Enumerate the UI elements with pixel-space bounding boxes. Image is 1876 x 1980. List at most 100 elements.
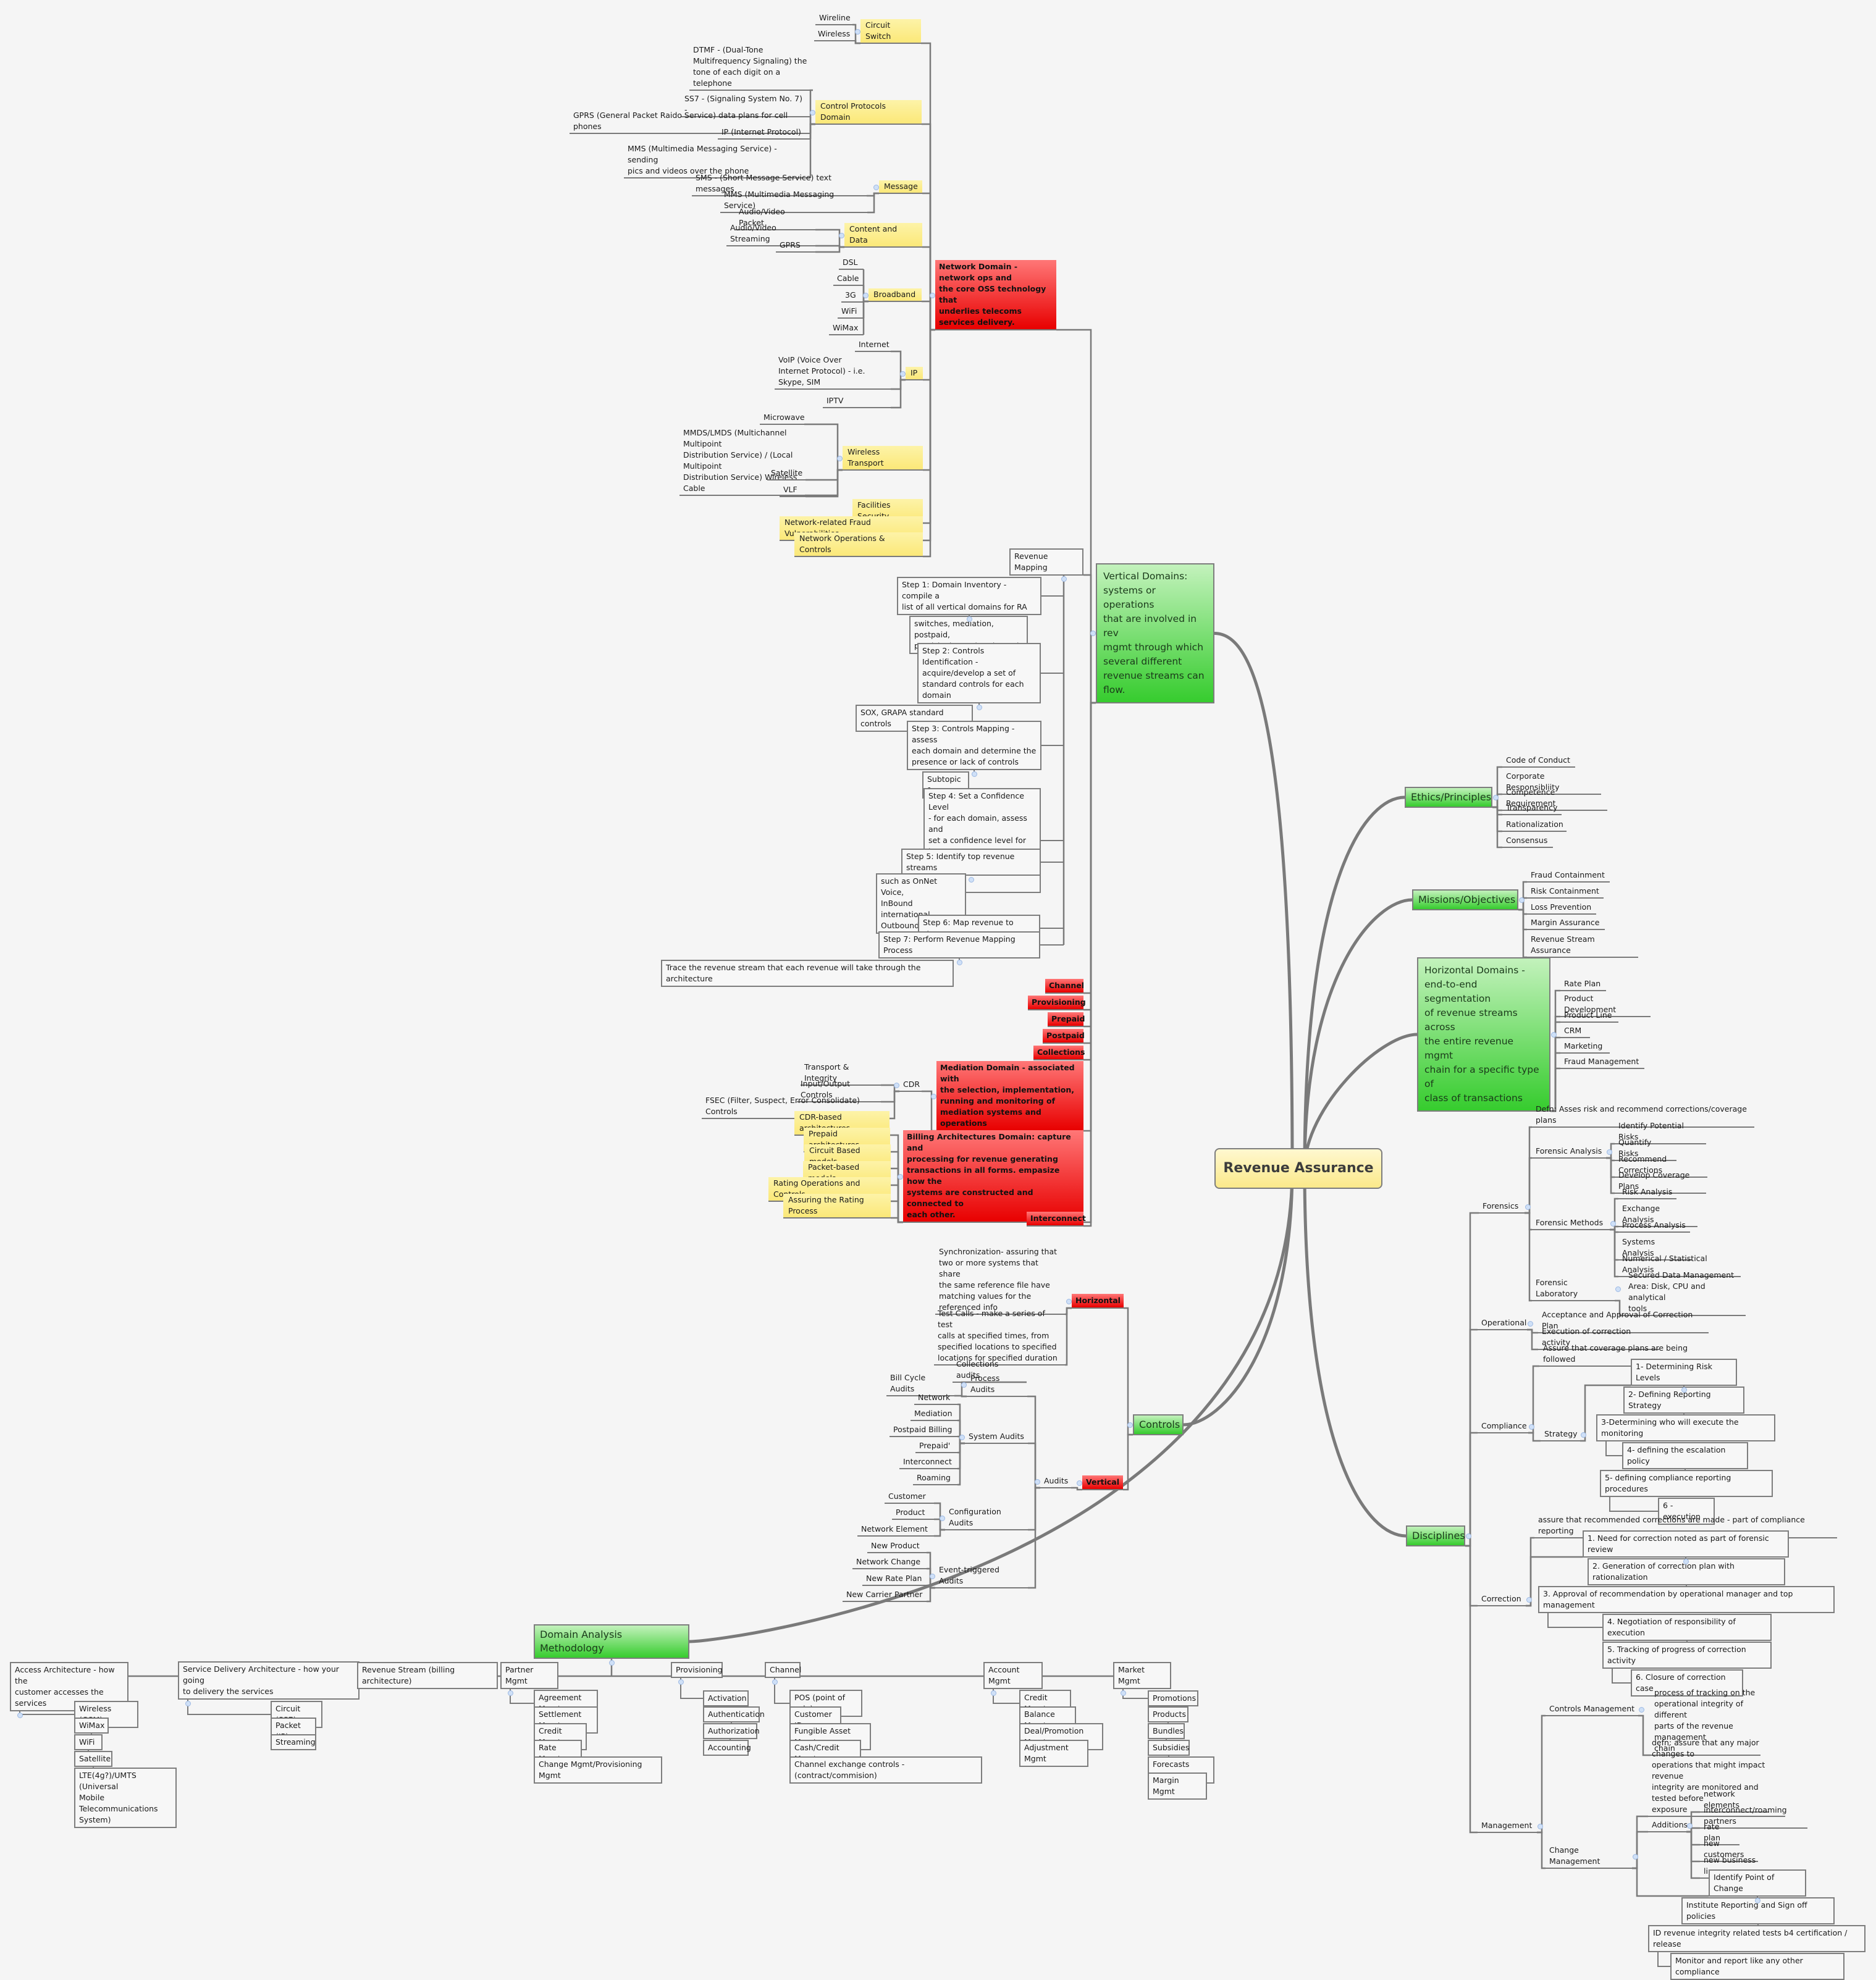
topic-n178[interactable]: 3-Determining who will execute the monit…: [1596, 1414, 1775, 1441]
collapse-toggle-icon[interactable]: [1638, 1707, 1644, 1713]
topic-n100[interactable]: Service Delivery Architecture - how your…: [178, 1661, 360, 1700]
topic-n139[interactable]: Rationalization: [1502, 819, 1567, 832]
topic-n131[interactable]: Subsidies: [1148, 1740, 1190, 1756]
topic-n138[interactable]: Transparency: [1502, 802, 1562, 815]
collapse-toggle-icon[interactable]: [809, 109, 815, 115]
topic-n198[interactable]: rate plan: [1700, 1821, 1739, 1845]
collapse-toggle-icon[interactable]: [930, 1093, 936, 1099]
topic-n135[interactable]: Code of Conduct: [1502, 755, 1575, 768]
topic-n79[interactable]: Roaming: [913, 1472, 957, 1485]
topic-n111[interactable]: Provisioning: [671, 1662, 723, 1678]
collapse-toggle-icon[interactable]: [678, 1679, 684, 1685]
topic-n90[interactable]: New Carrier Partner: [843, 1589, 927, 1602]
topic-n11[interactable]: MMS (Multimedia Messaging Service): [720, 189, 867, 213]
collapse-toggle-icon[interactable]: [1681, 1386, 1687, 1393]
topic-n99[interactable]: LTE(4g?)/UMTS (Universal Mobile Telecomm…: [74, 1768, 177, 1828]
topic-n141[interactable]: Missions/Objectives: [1412, 889, 1518, 910]
topic-n133[interactable]: Margin Mgmt: [1148, 1772, 1207, 1800]
topic-n47[interactable]: Step 7: Perform Revenue Mapping Process: [878, 931, 1040, 959]
topic-n128[interactable]: Promotions: [1148, 1690, 1198, 1706]
collapse-toggle-icon[interactable]: [1076, 1480, 1082, 1486]
topic-n204[interactable]: Monitor and report like any other compli…: [1670, 1953, 1844, 1980]
collapse-toggle-icon[interactable]: [899, 371, 906, 377]
topic-n92[interactable]: Controls: [1133, 1414, 1184, 1435]
collapse-toggle-icon[interactable]: [772, 1679, 778, 1685]
topic-n91[interactable]: Event-triggered Audits: [935, 1564, 1028, 1588]
collapse-toggle-icon[interactable]: [854, 28, 860, 35]
topic-n83[interactable]: Customer: [885, 1491, 934, 1504]
topic-n31[interactable]: Wireless Transport: [843, 446, 923, 471]
topic-n121[interactable]: Channel exchange controls - (contract/co…: [789, 1756, 982, 1784]
topic-n104[interactable]: Revenue Stream (billing architecture): [357, 1662, 498, 1689]
topic-n44[interactable]: Step 5: Identify top revenue streams: [901, 849, 1041, 876]
topic-n134[interactable]: Ethics/Principles: [1405, 787, 1492, 808]
collapse-toggle-icon[interactable]: [1528, 1424, 1534, 1430]
topic-n68[interactable]: Synchronization- assuring that two or mo…: [935, 1246, 1065, 1315]
topic-n191[interactable]: Controls Management: [1546, 1703, 1638, 1716]
topic-n29[interactable]: Satellite: [767, 468, 806, 480]
topic-n114[interactable]: Authorization: [703, 1723, 760, 1739]
topic-n36[interactable]: Revenue Mapping: [1009, 548, 1083, 576]
collapse-toggle-icon[interactable]: [929, 292, 935, 298]
topic-n168[interactable]: Forensic Laboratory: [1532, 1277, 1615, 1301]
topic-n155[interactable]: Defn: Asses risk and recommend correctio…: [1532, 1104, 1754, 1128]
topic-n180[interactable]: 5- defining compliance reporting procedu…: [1600, 1470, 1773, 1497]
collapse-toggle-icon[interactable]: [1526, 1597, 1532, 1603]
collapse-toggle-icon[interactable]: [1120, 1690, 1126, 1696]
topic-n179[interactable]: 4- defining the escalation policy: [1622, 1442, 1748, 1469]
topic-n8[interactable]: MMS (Multimedia Messaging Service) - sen…: [624, 143, 810, 178]
topic-n187[interactable]: 4. Negotiation of responsibility of exec…: [1602, 1614, 1772, 1641]
collapse-toggle-icon[interactable]: [1465, 1533, 1471, 1539]
topic-n58[interactable]: Mediation Domain - associated with the s…: [936, 1061, 1083, 1131]
collapse-toggle-icon[interactable]: [971, 771, 977, 777]
collapse-toggle-icon[interactable]: [1632, 1854, 1638, 1860]
collapse-toggle-icon[interactable]: [961, 1382, 967, 1388]
collapse-toggle-icon[interactable]: [1550, 1031, 1557, 1038]
topic-n157[interactable]: Forensic Analysis: [1532, 1146, 1606, 1159]
topic-n147[interactable]: Horizontal Domains - end-to-end segmenta…: [1417, 957, 1550, 1112]
topic-n77[interactable]: Prepaid': [915, 1440, 957, 1453]
topic-n199[interactable]: new customers: [1700, 1838, 1758, 1862]
topic-n19[interactable]: 3G: [841, 290, 864, 303]
topic-n163[interactable]: Exchange Analysis: [1618, 1203, 1697, 1227]
topic-n188[interactable]: 5. Tracking of progress of correction ac…: [1602, 1642, 1772, 1669]
topic-n95[interactable]: Wireless (GSM): [74, 1701, 138, 1728]
topic-n16[interactable]: Content and Data: [844, 223, 922, 248]
collapse-toggle-icon[interactable]: [1527, 1321, 1533, 1327]
topic-n110[interactable]: Change Mgmt/Provisioning Mgmt: [534, 1756, 662, 1784]
collapse-toggle-icon[interactable]: [976, 704, 982, 710]
topic-n166[interactable]: Numerical / Statistical Analysis: [1618, 1253, 1741, 1277]
topic-n72[interactable]: Bill Cycle Audits: [886, 1372, 954, 1396]
collapse-toggle-icon[interactable]: [929, 1574, 935, 1579]
topic-n127[interactable]: Market Mgmt: [1113, 1662, 1171, 1689]
topic-n115[interactable]: Accounting: [703, 1740, 751, 1756]
topic-n50[interactable]: Provisioning: [1028, 996, 1086, 1010]
topic-n152[interactable]: Marketing: [1560, 1041, 1610, 1054]
collapse-toggle-icon[interactable]: [939, 1516, 945, 1521]
topic-n10[interactable]: SMS - (Short Message Service) text messa…: [692, 172, 867, 196]
topic-n87[interactable]: New Product: [867, 1540, 927, 1553]
topic-n162[interactable]: Risk Analysis: [1618, 1186, 1676, 1199]
topic-n196[interactable]: network elements: [1700, 1789, 1769, 1813]
topic-n9[interactable]: Control Protocols Domain: [815, 100, 922, 125]
collapse-toggle-icon[interactable]: [1525, 1204, 1531, 1210]
topic-n20[interactable]: WiFi: [838, 306, 864, 319]
topic-n34[interactable]: Network Operations & Controls: [794, 532, 923, 557]
topic-n184[interactable]: 1. Need for correction noted as part of …: [1583, 1530, 1789, 1558]
topic-n116[interactable]: Channel: [765, 1662, 801, 1678]
topic-n88[interactable]: Network Change: [852, 1556, 927, 1569]
topic-n143[interactable]: Risk Containment: [1527, 886, 1604, 899]
topic-n27[interactable]: Microwave: [760, 412, 805, 425]
topic-n140[interactable]: Consensus: [1502, 835, 1553, 848]
topic-n48[interactable]: Trace the revenue stream that each reven…: [661, 960, 954, 987]
topic-n6[interactable]: GPRS (General Packet Raido Service) data…: [570, 110, 810, 134]
topic-n75[interactable]: Mediation: [911, 1408, 957, 1421]
topic-n89[interactable]: New Rate Plan: [862, 1573, 927, 1586]
topic-n122[interactable]: Account Mgmt: [983, 1662, 1043, 1689]
collapse-toggle-icon[interactable]: [1580, 1432, 1586, 1438]
topic-n76[interactable]: Postpaid Billing: [890, 1424, 957, 1437]
topic-n74[interactable]: Network: [914, 1392, 957, 1405]
topic-n2[interactable]: Wireless: [814, 28, 855, 41]
topic-n171[interactable]: Acceptance and Approval of Correction Pl…: [1538, 1309, 1709, 1333]
topic-n149[interactable]: Product Development: [1560, 993, 1651, 1017]
